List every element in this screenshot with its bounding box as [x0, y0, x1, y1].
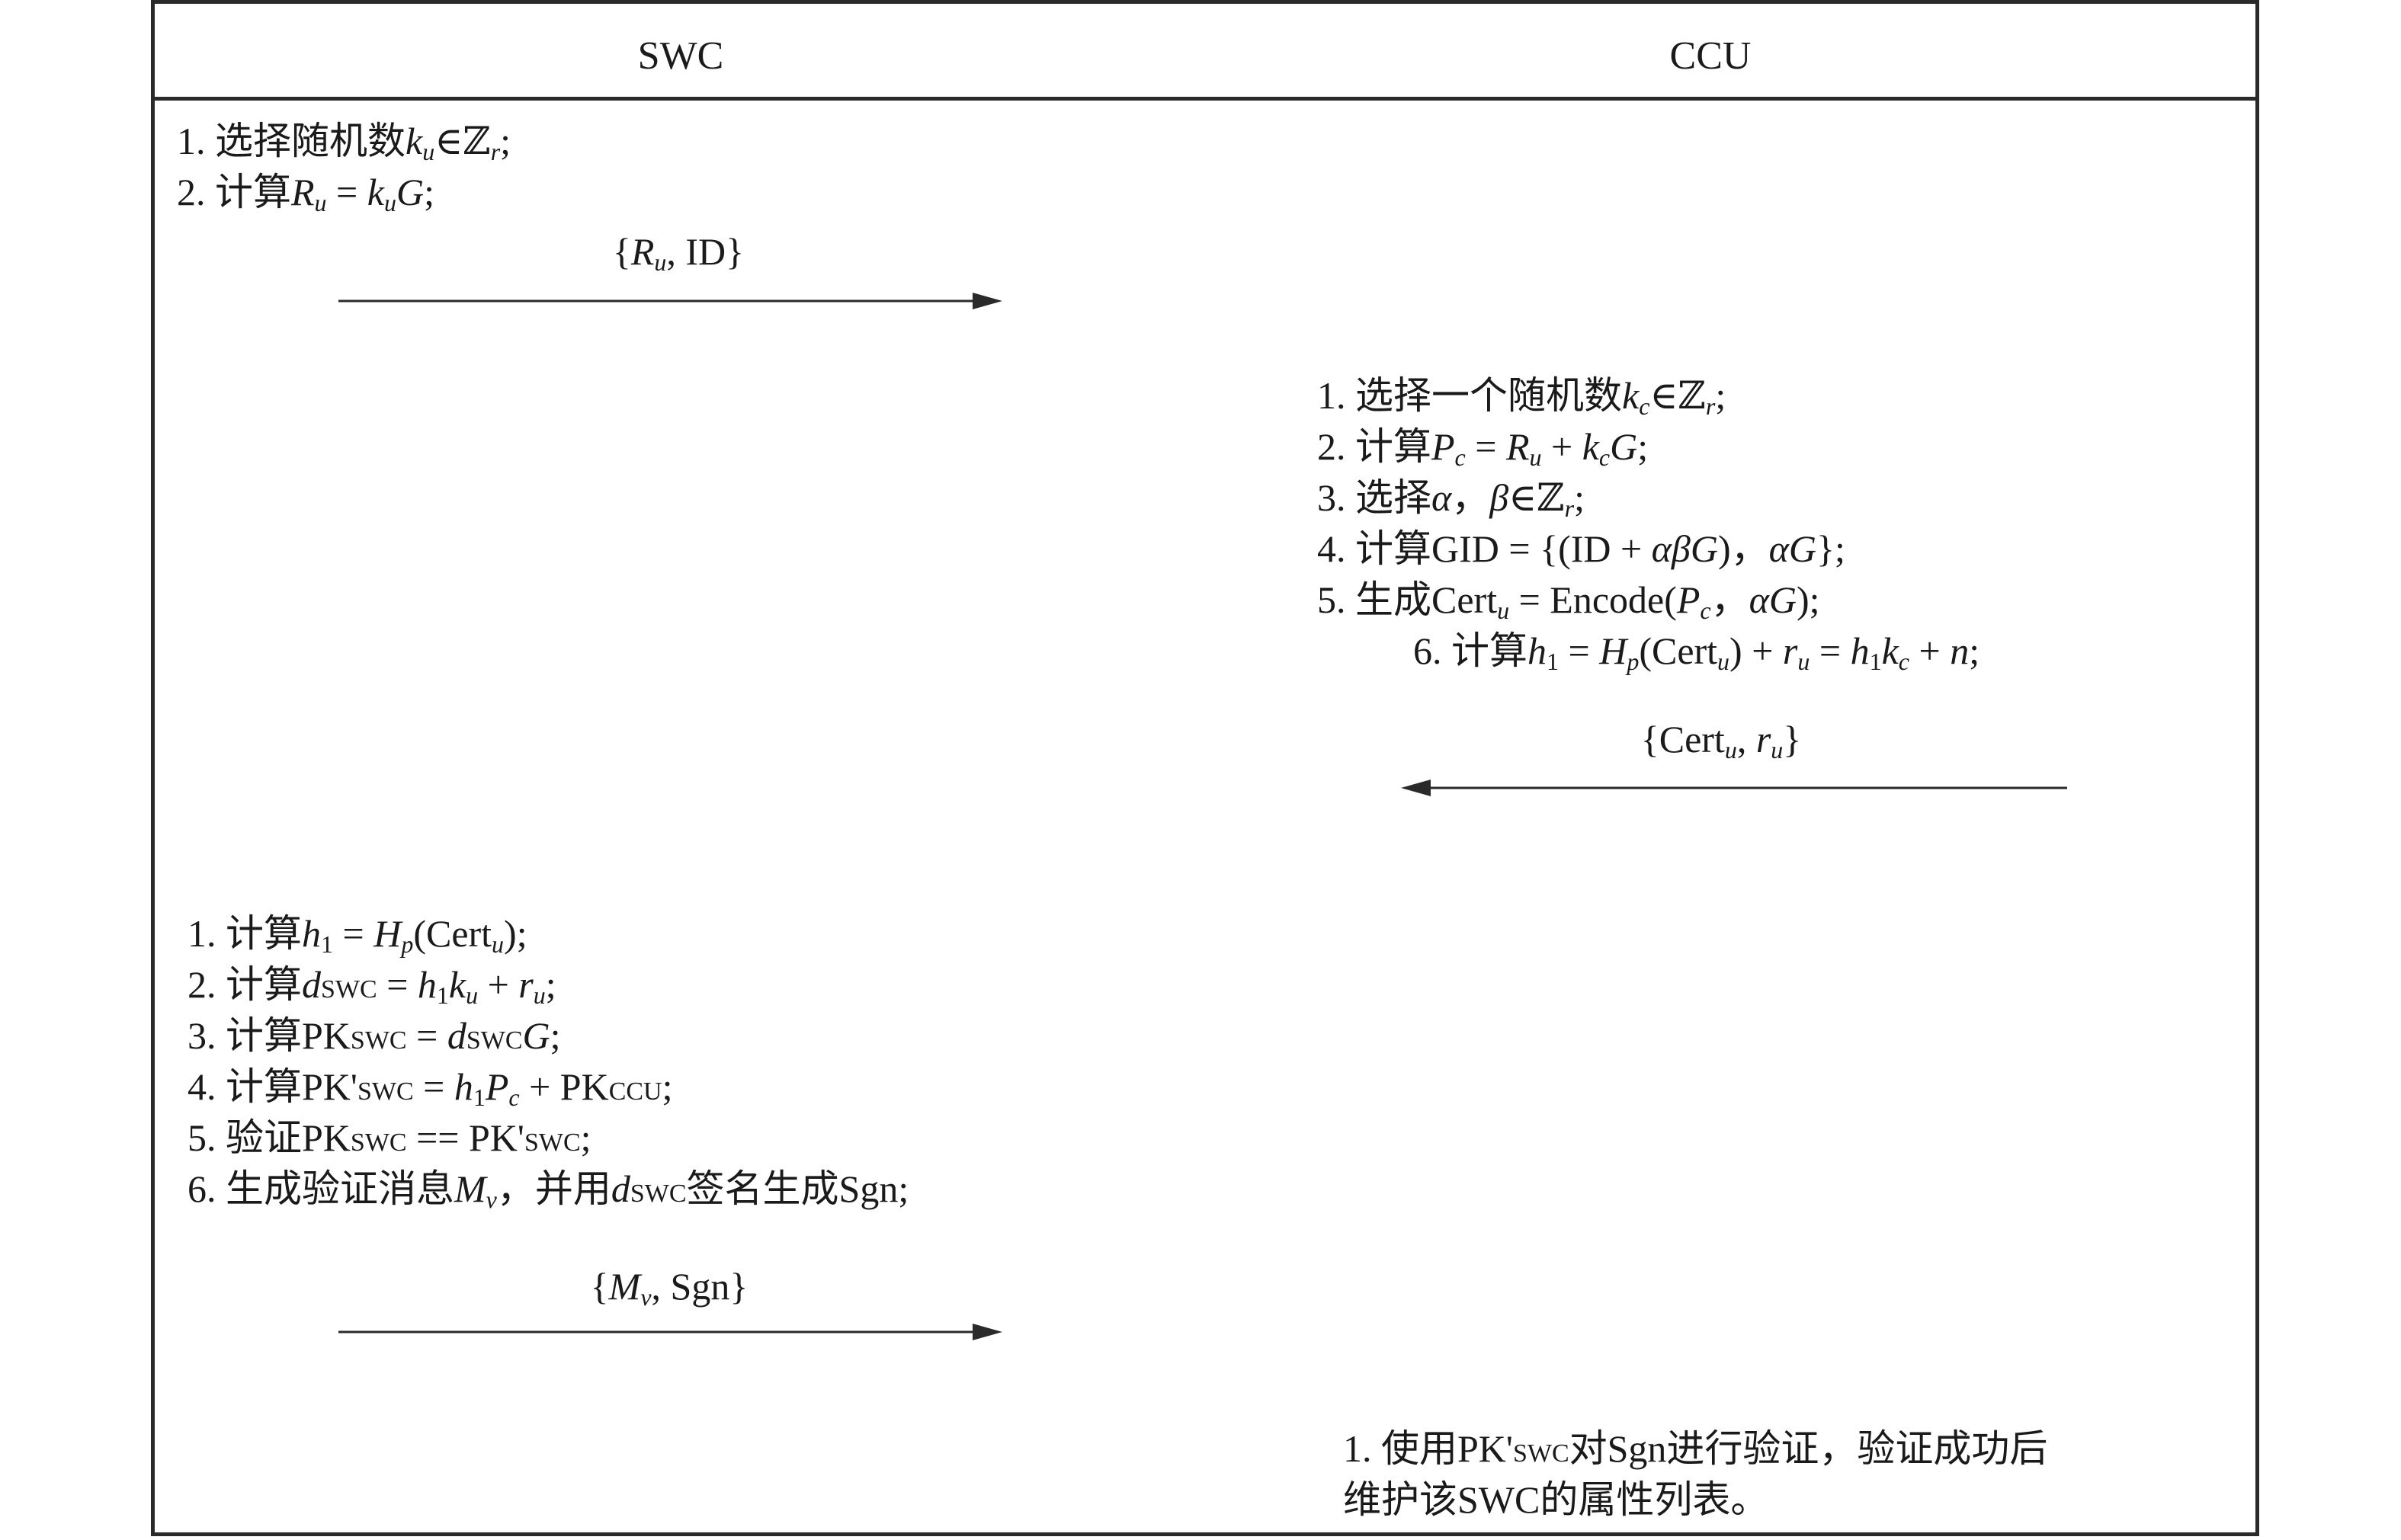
swc-step2-block: 1. 计算h1 = Hp(Certu); 2. 计算dSWC = h1ku + … [188, 908, 909, 1215]
ccu-final-item-1: 1. 使用PK'SWC对Sgn进行验证，验证成功后 [1343, 1427, 2048, 1470]
message-2-label: {Certu, ru} [1640, 718, 1802, 764]
diagram-frame [151, 0, 2259, 1536]
arrow-3-head [973, 1324, 1002, 1340]
frame-top-border [151, 0, 2259, 4]
ccu-step-item-5: 5. 生成Certu = Encode(Pc，αG); [1317, 578, 1820, 624]
swc-step2-item-2: 2. 计算dSWC = h1ku + ru; [188, 963, 556, 1009]
arrow-1-head [973, 293, 1002, 309]
swc-step2-item-3: 3. 计算PKSWC = dSWCG; [188, 1014, 561, 1057]
ccu-step-item-2: 2. 计算Pc = Ru + kcG; [1317, 425, 1649, 471]
swc-step1-item-2: 2. 计算Ru = kuG; [177, 171, 434, 216]
ccu-step-item-1: 1. 选择一个随机数kc∈ℤr; [1317, 374, 1726, 420]
swc-step1-item-1: 1. 选择随机数ku∈ℤr; [177, 120, 511, 165]
swc-step2-item-1: 1. 计算h1 = Hp(Certu); [188, 912, 527, 958]
ccu-step-item-3: 3. 选择α，β∈ℤr; [1317, 476, 1585, 522]
header-divider [151, 97, 2259, 101]
swc-step2-item-4: 4. 计算PK'SWC = h1Pc + PKCCU; [188, 1065, 673, 1111]
party-label-swc: SWC [637, 34, 724, 78]
ccu-step-item-4: 4. 计算GID = {(ID + αβG)，αG}; [1317, 527, 1845, 570]
swc-step2-item-6: 6. 生成验证消息Mv，并用dSWC签名生成Sgn; [188, 1167, 909, 1213]
message-3-label: {Mv, Sgn} [590, 1265, 749, 1311]
ccu-step-block: 1. 选择一个随机数kc∈ℤr; 2. 计算Pc = Ru + kcG; 3. … [1317, 370, 1979, 677]
party-label-ccu: CCU [1669, 34, 1752, 78]
message-1-label: {Ru, ID} [612, 230, 745, 276]
ccu-step-item-6: 6. 计算h1 = Hp(Certu) + ru = h1kc + n; [1413, 629, 1980, 675]
ccu-final-block: 1. 使用PK'SWC对Sgn进行验证，验证成功后 维护该SWC的属性列表。 [1343, 1423, 2047, 1526]
ccu-final-item-2: 维护该SWC的属性列表。 [1343, 1478, 1769, 1521]
swc-step1-block: 1. 选择随机数ku∈ℤr; 2. 计算Ru = kuG; [177, 116, 511, 218]
arrow-2-head [1401, 780, 1431, 796]
swc-step2-item-5: 5. 验证PKSWC == PK'SWC; [188, 1116, 591, 1159]
